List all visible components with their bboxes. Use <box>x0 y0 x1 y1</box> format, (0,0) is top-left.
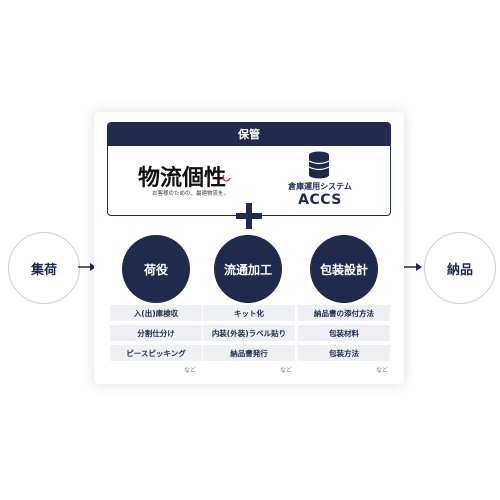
function-label: 包装設計 <box>319 262 368 277</box>
function-label: 荷役 <box>143 262 168 277</box>
cargo-handling-circle: 荷役 <box>122 235 190 303</box>
etc-note: など <box>280 367 293 374</box>
inbound-label: 集荷 <box>30 262 57 278</box>
distribution-processing-circle: 流通加工 <box>214 235 282 303</box>
right-arrow-icon <box>404 263 422 271</box>
etc-note: など <box>184 367 197 374</box>
inbound-circle: 集荷 <box>8 232 80 304</box>
function-item: 包装材料 <box>298 325 390 341</box>
function-item: 納品書発行 <box>203 345 295 361</box>
outbound-label: 納品 <box>446 262 473 278</box>
function-item: キット化 <box>203 305 295 321</box>
outbound-circle: 納品 <box>424 232 496 304</box>
right-arrow-icon <box>78 263 96 271</box>
function-item: 入(出)庫検収 <box>110 305 202 321</box>
storage-title: 保管 <box>108 123 390 146</box>
plus-icon <box>236 203 262 229</box>
storage-panel: 保管 物流個性 お客様のための、最適物流を。 倉庫運用システム ACCS <box>107 122 391 216</box>
function-label: 流通加工 <box>223 262 272 277</box>
function-item: 納品書の添付方法 <box>298 305 390 321</box>
database-icon <box>308 151 330 179</box>
logo-tagline: お客様のための、最適物流を。 <box>152 191 230 197</box>
system-name: ACCS <box>298 192 342 208</box>
etc-note: など <box>376 367 389 374</box>
system-label: 倉庫運用システム <box>288 182 352 191</box>
packaging-design-circle: 包装設計 <box>310 235 378 303</box>
function-item: 包装方法 <box>298 345 390 361</box>
function-item: ピースピッキング <box>110 345 202 361</box>
company-logo: 物流個性 <box>138 165 227 191</box>
function-item: 分割仕分け <box>110 325 202 341</box>
logo-swirl-icon <box>222 174 231 182</box>
function-item: 内装(外装)ラベル貼り <box>203 325 295 341</box>
